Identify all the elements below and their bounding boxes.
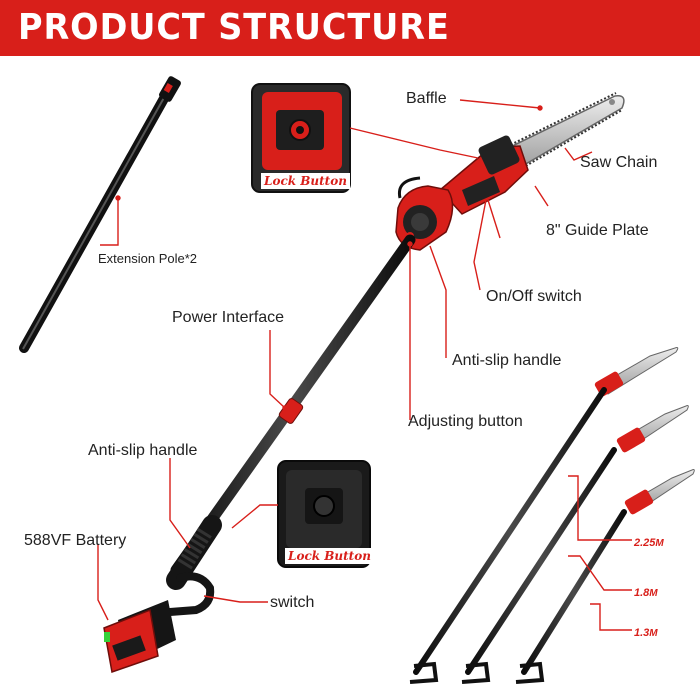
length-configurations xyxy=(409,347,695,684)
leader-lines xyxy=(97,99,593,621)
lock-button-tag-top: Lock Button xyxy=(261,173,350,189)
label-baffle: Baffle xyxy=(406,90,447,107)
label-on-off-switch: On/Off switch xyxy=(486,288,582,305)
label-anti-slip-handle-top: Anti-slip handle xyxy=(452,352,562,369)
main-pole-saw xyxy=(103,92,625,673)
height-label-1-8m: 1.8M xyxy=(634,584,658,603)
lock-button-tag-bottom: Lock Button xyxy=(285,548,374,564)
height-label-1-3m: 1.3M xyxy=(634,624,658,643)
height-value: 1.8 xyxy=(634,587,650,599)
label-switch: switch xyxy=(270,594,315,611)
saw-chain-bar xyxy=(498,92,625,175)
label-battery: 588VF Battery xyxy=(24,532,127,549)
lock-button-callout-top xyxy=(251,83,351,193)
height-unit: M xyxy=(649,588,658,599)
lock-button-callout-bottom xyxy=(277,460,371,568)
height-value: 1.3 xyxy=(634,627,650,639)
label-power-interface: Power Interface xyxy=(172,309,285,326)
label-anti-slip-handle-bottom: Anti-slip handle xyxy=(88,442,198,459)
height-label-2-25m: 2.25M xyxy=(634,534,664,553)
header-banner: PRODUCT STRUCTURE xyxy=(0,0,700,56)
extension-pole xyxy=(19,76,181,353)
height-unit: M xyxy=(649,628,658,639)
config-1-3m xyxy=(515,469,695,684)
page-title: PRODUCT STRUCTURE xyxy=(18,7,450,48)
config-2-25m xyxy=(409,347,679,684)
height-unit: M xyxy=(655,538,664,549)
label-adjusting-button: Adjusting button xyxy=(408,413,523,430)
label-saw-chain: Saw Chain xyxy=(580,154,658,171)
config-1-8m xyxy=(461,405,689,684)
height-value: 2.25 xyxy=(634,537,656,549)
label-extension-pole: Extension Pole*2 xyxy=(98,251,198,266)
label-guide-plate: 8" Guide Plate xyxy=(546,222,649,239)
